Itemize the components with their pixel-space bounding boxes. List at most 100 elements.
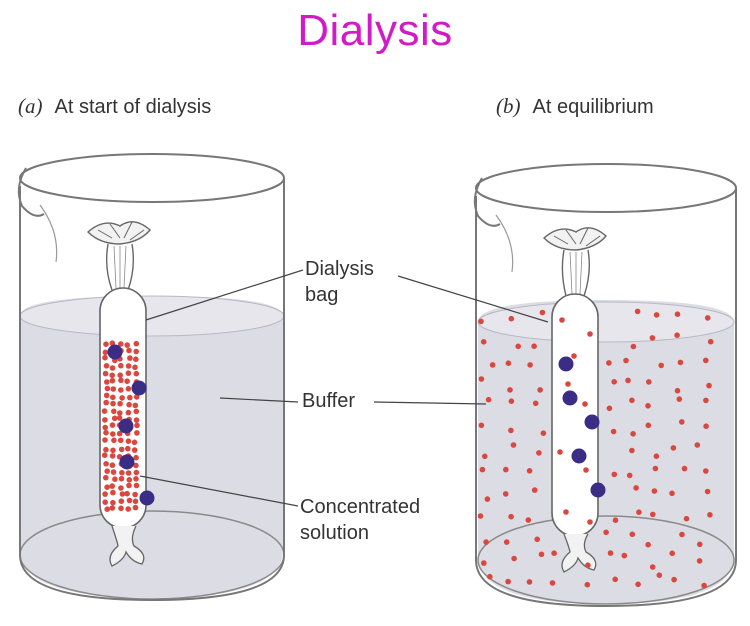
small-molecule xyxy=(585,562,591,568)
small-molecule xyxy=(679,419,685,425)
small-molecule xyxy=(670,445,677,451)
small-molecule xyxy=(531,343,537,350)
small-molecule xyxy=(549,580,556,586)
small-molecule xyxy=(626,472,633,479)
small-molecule xyxy=(557,449,563,455)
small-molecule xyxy=(117,400,123,407)
small-molecule xyxy=(125,409,132,416)
small-molecule xyxy=(536,450,542,456)
callout-solution-line-2: solution xyxy=(300,522,369,544)
small-molecule xyxy=(102,370,109,377)
panel-b-caption: At equilibrium xyxy=(532,96,654,118)
small-molecule xyxy=(102,417,108,423)
small-molecule xyxy=(559,317,565,323)
small-molecule xyxy=(630,343,637,350)
small-molecule xyxy=(583,467,589,473)
small-molecule xyxy=(697,541,703,548)
small-molecule xyxy=(479,466,486,473)
small-molecule xyxy=(119,491,126,497)
small-molecule xyxy=(505,360,512,367)
small-molecule xyxy=(502,491,509,497)
small-molecule xyxy=(103,474,109,481)
small-molecule xyxy=(109,372,115,379)
small-molecule xyxy=(551,550,557,556)
small-molecule xyxy=(111,415,118,422)
small-molecule xyxy=(124,378,130,385)
small-molecule xyxy=(134,422,140,429)
small-molecule xyxy=(133,348,139,355)
small-molecule xyxy=(656,572,663,578)
small-molecule xyxy=(669,490,675,497)
small-molecule xyxy=(133,417,140,423)
small-molecule xyxy=(679,531,685,538)
small-molecule xyxy=(110,386,117,392)
small-molecule xyxy=(478,318,484,325)
panel-b-letter: (b) xyxy=(496,94,521,118)
beaker-b-wall-inner xyxy=(495,214,514,273)
small-molecule xyxy=(611,471,618,478)
small-molecule xyxy=(621,552,628,559)
beaker-b-buffer-surface xyxy=(477,301,735,343)
bag-a-top-tie xyxy=(86,221,151,245)
small-molecule xyxy=(109,483,115,489)
small-molecule xyxy=(707,338,714,345)
beaker-b-rim xyxy=(475,163,737,213)
small-molecule xyxy=(133,356,139,363)
small-molecule xyxy=(116,415,123,421)
small-molecule xyxy=(110,394,116,401)
small-molecule xyxy=(696,558,703,564)
small-molecule xyxy=(126,401,132,408)
small-molecule xyxy=(118,377,124,384)
callout-solution-line-1: Concentrated xyxy=(300,496,421,518)
panel-b-label: (b) At equilibrium xyxy=(496,94,654,119)
beaker-a xyxy=(17,153,285,602)
small-molecule xyxy=(126,497,133,504)
small-molecule xyxy=(103,363,110,369)
beaker-b-spout xyxy=(473,177,501,227)
small-molecule xyxy=(103,341,109,348)
beaker-b-buffer xyxy=(478,300,734,604)
small-molecule xyxy=(118,387,124,393)
small-molecule xyxy=(104,484,110,491)
small-molecule xyxy=(531,487,538,493)
leader-bag-b xyxy=(397,275,549,323)
small-molecule xyxy=(645,403,651,409)
small-molecule xyxy=(508,398,515,405)
dialysis-bag-b xyxy=(542,227,607,573)
beaker-a-buffer-surface xyxy=(19,295,285,337)
small-molecule xyxy=(117,410,123,416)
bag-a-bottom-tie xyxy=(109,525,145,567)
beaker-a-buffer xyxy=(20,296,283,598)
small-molecule xyxy=(703,423,709,430)
small-molecule xyxy=(607,550,614,556)
small-molecule xyxy=(515,343,521,350)
small-molecule xyxy=(119,395,125,401)
small-molecule xyxy=(587,331,593,337)
large-molecule xyxy=(118,418,134,434)
small-molecule xyxy=(102,491,108,497)
small-molecule xyxy=(133,454,139,461)
small-molecule xyxy=(508,315,515,322)
callout-buffer: Buffer xyxy=(302,390,355,412)
large-molecule xyxy=(571,448,587,464)
small-molecule xyxy=(538,551,545,558)
small-molecule xyxy=(610,428,617,435)
small-molecule xyxy=(109,505,116,511)
large-molecule xyxy=(139,490,155,506)
small-molecule xyxy=(125,370,132,377)
small-molecule xyxy=(629,397,635,404)
small-molecule xyxy=(125,363,132,369)
small-molecule xyxy=(126,347,132,354)
small-molecule xyxy=(103,446,109,453)
small-molecule xyxy=(629,447,635,454)
small-molecule xyxy=(118,485,124,491)
small-molecule xyxy=(118,362,124,369)
small-molecule xyxy=(126,477,133,483)
small-molecule xyxy=(508,513,514,520)
small-molecule xyxy=(706,382,712,389)
small-molecule xyxy=(630,431,636,437)
small-molecule xyxy=(645,541,651,548)
callout-concentrated-solution: Concentrated solution xyxy=(300,494,460,546)
small-molecule xyxy=(683,515,690,522)
small-molecule xyxy=(526,468,533,474)
